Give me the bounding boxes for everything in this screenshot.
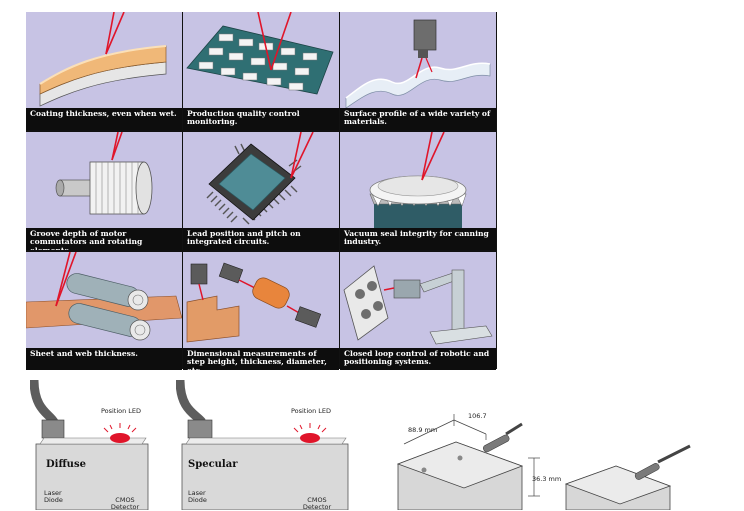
diffuse-laser-label: Laser Diode [44,489,63,504]
integrated-circuit-illustration [206,132,314,225]
caption-groove: Groove depth of motor commutators and ro… [26,228,182,250]
caption-surface: Surface profile of a wide variety of mat… [340,108,496,130]
coating-illustration [39,12,167,107]
diffuse-cmos-label: CMOS Detector [110,496,140,511]
housing-drawing [396,414,691,510]
cell-sheet-web: Sheet and web thickness. [26,252,182,370]
caption-coating: Coating thickness, even when wet. [26,108,182,130]
diffuse-title: Diffuse [46,459,86,470]
diffuse-led-label: Position LED [100,407,142,415]
specular-cmos-label: CMOS Detector [302,496,332,511]
rollers-illustration [26,252,182,341]
housing-dimension-drawing: 88.9 mm 106.7 36.3 mm [390,410,720,510]
diffuse-sensor-drawing [30,380,149,510]
specular-led-label: Position LED [290,407,332,415]
caption-production: Production quality control monitoring. [183,108,339,130]
cell-coating-thickness: Coating thickness, even when wet. [26,12,182,130]
dimension-height: 36.3 mm [532,475,562,483]
caption-robotic: Closed loop control of robotic and posit… [340,348,496,370]
can-lid-illustration [369,132,467,228]
cell-robotic: Closed loop control of robotic and posit… [340,252,496,370]
robotic-arm-illustration [343,265,493,345]
caption-vacuum: Vacuum seal integrity for canning indust… [340,228,496,250]
surface-profile-illustration [345,19,491,108]
dimension-width: 88.9 mm [408,426,438,434]
specular-title: Specular [188,459,238,470]
application-grid: Coating thickness, even when wet. Produc… [26,12,497,370]
caption-lead: Lead position and pitch on integrated ci… [183,228,339,250]
cell-production-quality: Production quality control monitoring. [183,12,339,130]
circuit-board-illustration [186,12,334,95]
specular-laser-label: Laser Diode [188,489,207,504]
caption-dimensional: Dimensional measurements of step height,… [183,348,339,370]
caption-sheet: Sheet and web thickness. [26,348,182,370]
cell-surface-profile: Surface profile of a wide variety of mat… [340,12,496,130]
diffuse-sensor-diagram: Position LED Diffuse Laser Diode CMOS De… [30,380,150,511]
cell-dimensional: Dimensional measurements of step height,… [183,252,339,370]
step-height-illustration [186,262,322,343]
specular-sensor-drawing [176,380,349,510]
cell-lead-position: Lead position and pitch on integrated ci… [183,132,339,250]
cell-vacuum-seal: Vacuum seal integrity for canning indust… [340,132,496,250]
specular-sensor-diagram: Position LED Specular Laser Diode CMOS D… [176,380,352,511]
sensor-diagrams: Position LED Diffuse Laser Diode CMOS De… [0,380,744,511]
dimension-depth: 106.7 [468,412,487,420]
motor-commutator-illustration [55,132,153,215]
cell-groove-depth: Groove depth of motor commutators and ro… [26,132,182,250]
